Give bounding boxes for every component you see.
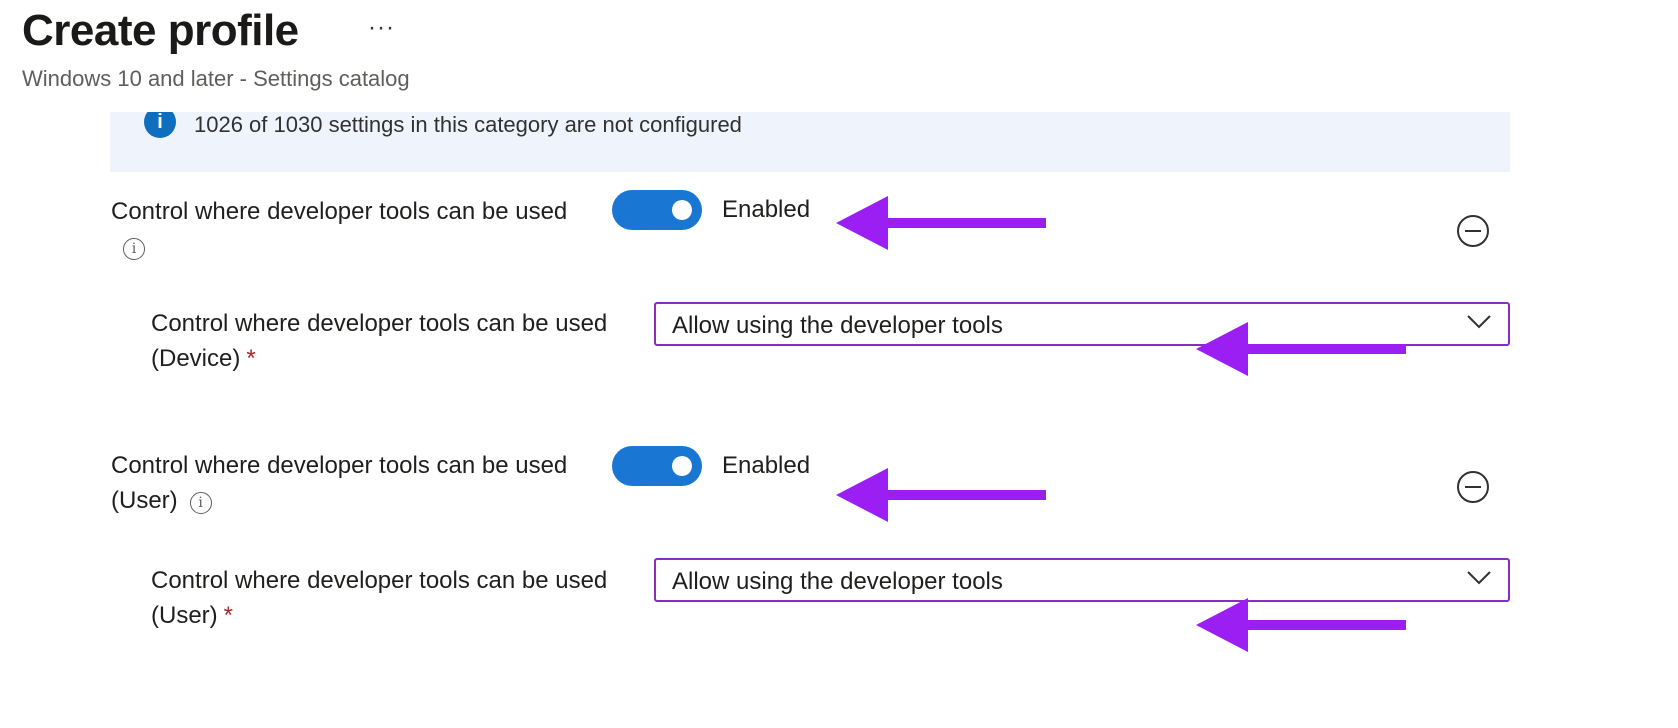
setting-label-developer-tools: Control where developer tools can be use… [111,194,581,264]
required-asterisk: * [246,345,256,372]
sub-setting-label-device: Control where developer tools can be use… [151,306,611,376]
toggle-knob [672,200,692,220]
sub-setting-label-text: Control where developer tools can be use… [151,567,608,629]
annotation-arrow-icon [836,196,1046,250]
setting-toggle-developer-tools[interactable] [612,190,702,230]
setting-label-text: Control where developer tools can be use… [111,198,568,225]
sub-setting-label-text: Control where developer tools can be use… [151,310,608,372]
setting-toggle-developer-tools-user[interactable] [612,446,702,486]
info-icon: i [144,112,176,138]
settings-content[interactable]: i 1026 of 1030 settings in this category… [0,112,1678,728]
setting-label-developer-tools-user: Control where developer tools can be use… [111,448,581,518]
developer-tools-device-select[interactable]: Allow using the developer tools [654,302,1510,346]
toggle-knob [672,456,692,476]
info-circle-icon[interactable]: i [123,238,145,260]
sub-setting-label-user: Control where developer tools can be use… [151,563,611,633]
page-subtitle: Windows 10 and later - Settings catalog [22,66,410,91]
info-banner: i 1026 of 1030 settings in this category… [110,112,1510,172]
remove-setting-icon[interactable] [1457,215,1489,247]
required-asterisk: * [223,602,233,629]
toggle-state-label: Enabled [722,196,811,223]
page-title: Create profile [22,6,299,55]
annotation-arrow-icon [1196,598,1406,652]
annotation-arrow-icon [1196,322,1406,376]
info-banner-text: 1026 of 1030 settings in this category a… [194,112,742,137]
select-value: Allow using the developer tools [672,568,1003,595]
developer-tools-user-select[interactable]: Allow using the developer tools [654,558,1510,602]
remove-setting-icon[interactable] [1457,471,1489,503]
chevron-down-icon [1467,571,1491,585]
info-circle-icon[interactable]: i [189,492,212,514]
annotation-arrow-icon [836,468,1046,522]
select-value: Allow using the developer tools [672,312,1003,339]
more-options-button[interactable]: ··· [368,14,395,41]
chevron-down-icon [1467,315,1491,329]
toggle-state-label: Enabled [722,452,811,479]
setting-label-text: Control where developer tools can be use… [111,452,568,514]
